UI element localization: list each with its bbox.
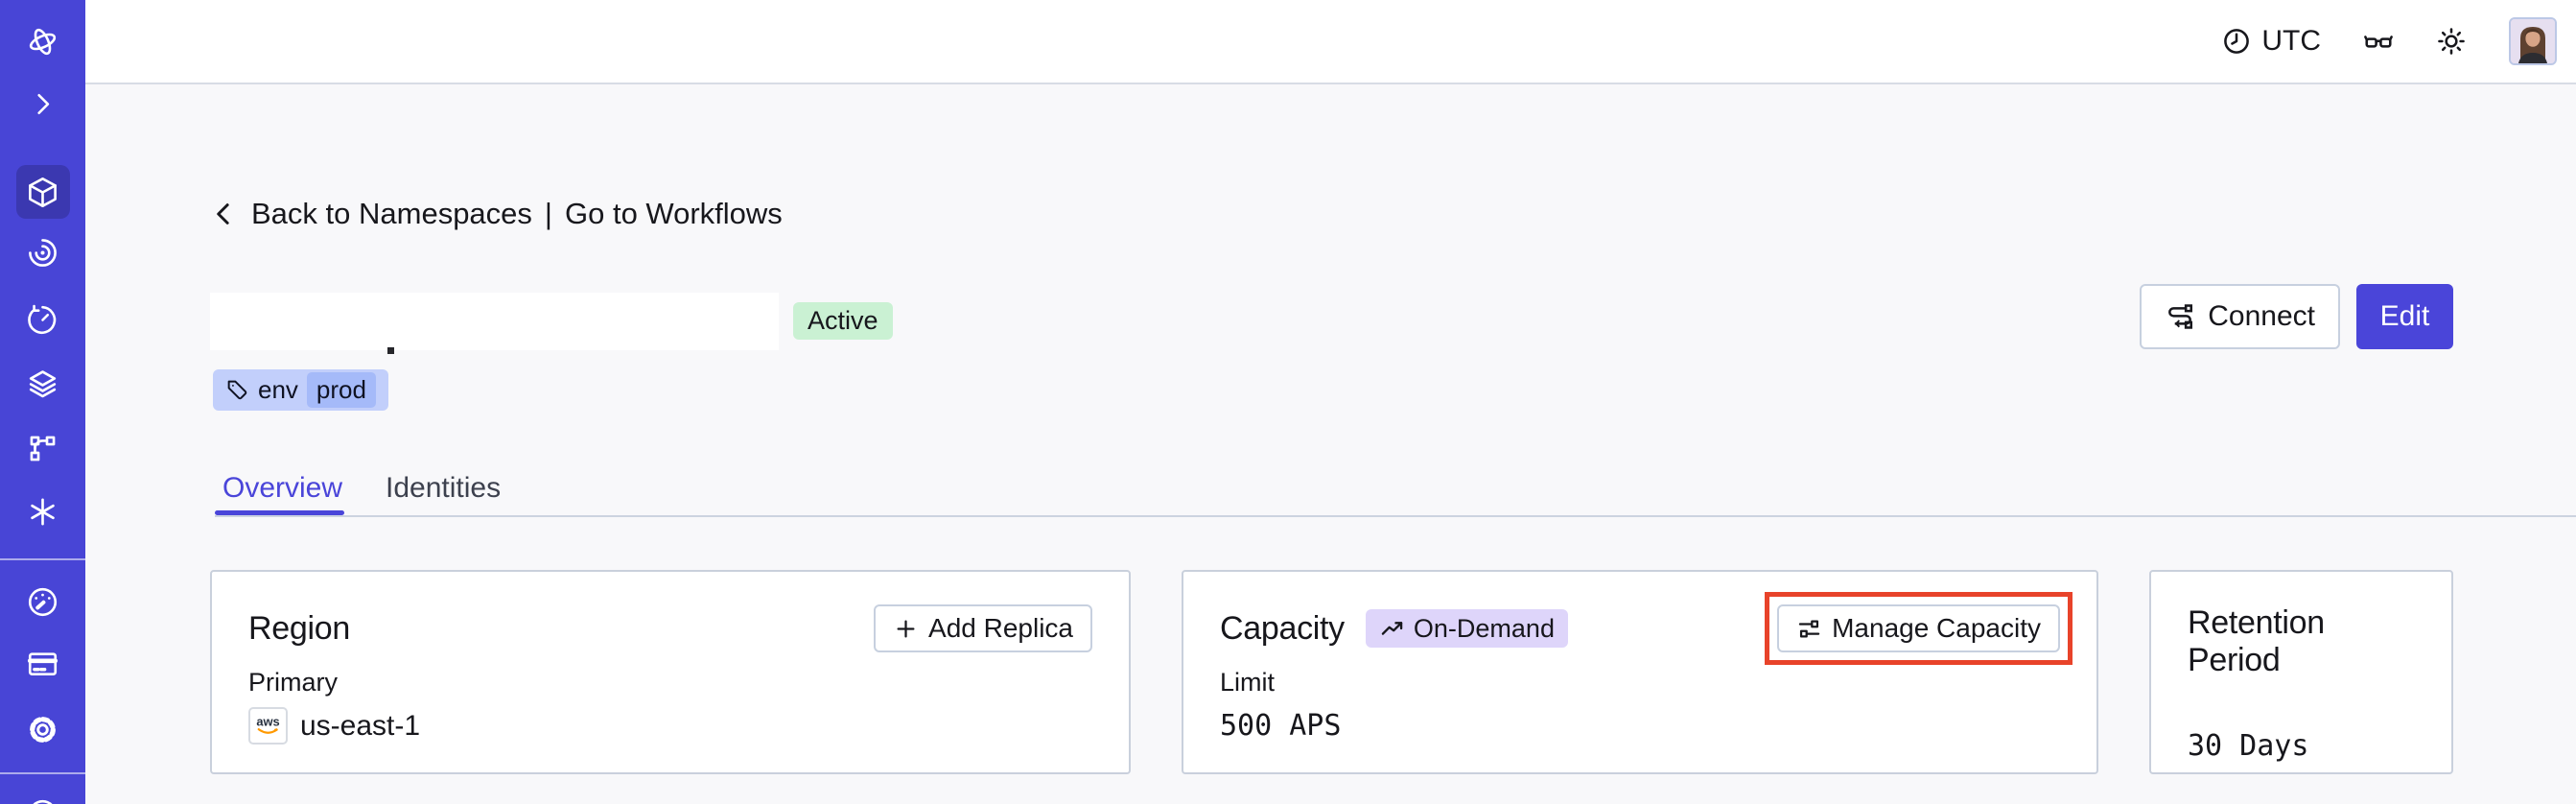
tab-overview[interactable]: Overview [222,472,343,504]
tag-value: prod [306,372,376,408]
go-to-workflows-link[interactable]: Go to Workflows [564,197,783,230]
manage-capacity-button[interactable]: Manage Capacity [1777,604,2060,652]
data-privacy-glasses-button[interactable] [2363,26,2394,57]
region-card: Region Add Replica Primary aws us-east-1 [210,570,1131,774]
chevron-left-icon[interactable] [210,200,239,228]
back-to-namespaces-link[interactable]: Back to Namespaces [251,197,532,230]
sliders-icon [1798,620,1820,637]
sidebar-item-profile-partial[interactable] [16,787,70,804]
sidebar-item-settings[interactable] [16,702,70,756]
retention-card-title: Retention Period [2188,604,2325,678]
glasses-icon [2364,35,2393,48]
primary-label: Primary [248,668,338,697]
nexus-asterisk-icon [31,498,55,525]
status-badge: Active [793,302,893,340]
sidebar-item-namespaces[interactable] [15,165,70,219]
tab-bar: Overview Identities [222,472,501,505]
active-tab-underline [215,510,344,515]
ondemand-badge: On-Demand [1365,609,1568,648]
settings-gear-icon [30,716,56,743]
billing-card-icon [27,651,59,675]
clock-icon [2224,29,2250,54]
topbar-right-group: UTC [2221,17,2576,65]
capacity-card: Capacity On-Demand Manage Capacity Limit… [1182,570,2098,774]
sidebar-item-billing[interactable] [16,637,70,691]
capacity-value: 500 APS [1220,709,1342,743]
sidebar-item-usage[interactable] [16,575,70,628]
namespace-tag: env prod [213,369,388,411]
sidebar-divider [0,558,85,560]
plus-icon [897,620,915,637]
timezone-label: UTC [2261,25,2321,57]
main-content: Back to Namespaces | Go to Workflows Act… [85,84,2576,804]
header-actions: Connect Edit [2140,284,2453,349]
breadcrumb-separator: | [544,197,552,230]
timezone-selector[interactable]: UTC [2221,25,2321,58]
annotation-highlight-box: Manage Capacity [1765,592,2073,665]
tabs-divider [215,515,2576,517]
aws-logo-text: aws [256,715,279,729]
region-value: us-east-1 [300,709,421,742]
sidebar [0,0,85,804]
connect-button[interactable]: Connect [2140,284,2340,349]
sidebar-item-batch-operations[interactable] [16,421,70,475]
user-avatar[interactable] [2509,17,2557,65]
sidebar-item-deployments[interactable] [16,357,70,411]
sidebar-expand-chevron-icon[interactable] [16,77,70,130]
usage-gauge-icon [28,587,58,616]
workflows-spiral-icon [29,238,57,267]
profile-circle-icon [32,799,54,804]
tag-icon [227,380,247,400]
add-replica-button[interactable]: Add Replica [874,604,1092,652]
trending-up-icon [1381,621,1403,635]
topbar: UTC [85,0,2576,84]
breadcrumb: Back to Namespaces | Go to Workflows [210,197,783,231]
sun-icon [2438,28,2465,55]
sidebar-divider [0,772,85,774]
edit-button[interactable]: Edit [2356,284,2453,349]
sidebar-item-workflows[interactable] [16,225,70,279]
tag-key: env [258,375,298,404]
region-card-title: Region [248,609,350,647]
batch-operations-branch-icon [30,436,56,461]
tab-identities[interactable]: Identities [386,472,502,504]
retention-card: Retention Period 30 Days [2149,570,2453,774]
capacity-card-title: Capacity [1220,609,1345,647]
redaction-artifact-dot [387,347,394,354]
namespaces-cube-icon [29,177,57,207]
sidebar-item-nexus[interactable] [16,485,70,538]
aws-provider-badge: aws [248,707,288,745]
sidebar-item-schedules[interactable] [16,293,70,346]
theme-toggle-sun-button[interactable] [2436,26,2467,57]
limit-label: Limit [1220,668,1276,697]
temporal-logo-icon[interactable] [16,14,70,68]
retention-value: 30 Days [2188,729,2309,763]
deployments-layers-icon [29,369,57,397]
namespace-name-redacted [210,293,779,350]
schedules-timer-icon [28,304,57,334]
connect-flow-icon [2168,304,2193,329]
